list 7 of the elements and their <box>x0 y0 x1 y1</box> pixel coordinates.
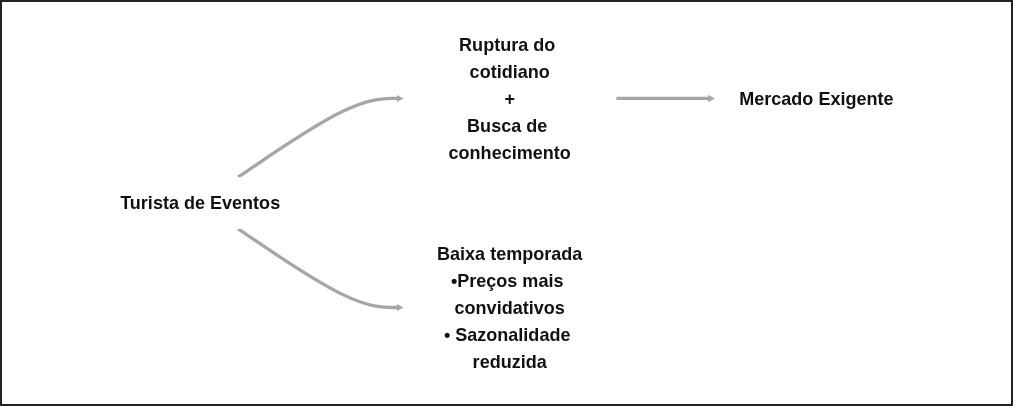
node-text: Mercado Exigente <box>738 88 894 109</box>
arrow <box>236 227 404 312</box>
node-text: Turista de Eventos <box>119 192 280 214</box>
arrow <box>236 94 404 179</box>
node-text: Baixa temporada •Preços mais convidativos • Sazonalidade reduzida <box>436 243 582 372</box>
node-text: Ruptura do cotidiano + Busca de conhecimento <box>448 34 571 163</box>
arrow <box>615 94 715 103</box>
